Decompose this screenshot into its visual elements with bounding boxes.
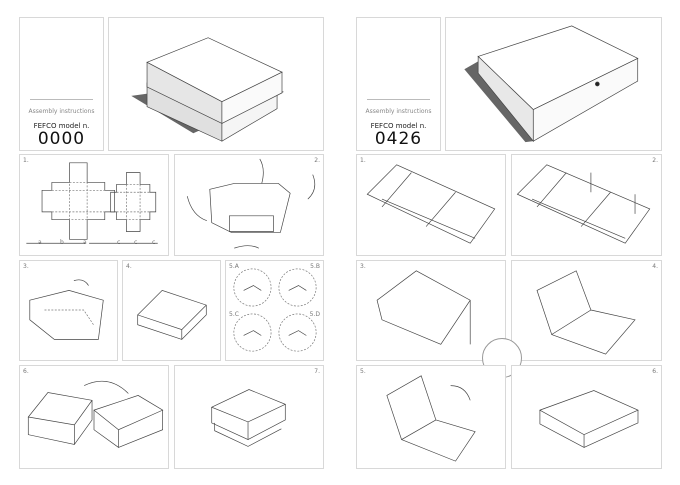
step-label: 4. — [126, 263, 132, 270]
assembly-instructions-label: Assembly instructions — [365, 108, 432, 115]
right-info-panel: Assembly instructions FEFCO model n. 042… — [356, 17, 441, 151]
left-info-panel: Assembly instructions FEFCO model n. 000… — [19, 17, 104, 151]
left-step-1-panel: 1. a b a c c c — [19, 154, 169, 256]
model-number: 0426 — [374, 129, 423, 149]
divider — [367, 99, 430, 100]
right-step-5-panel: 5. — [356, 365, 506, 469]
dim-label: b — [60, 239, 64, 246]
model-number: 0000 — [37, 129, 86, 149]
left-hero-box-illustration — [108, 17, 324, 151]
assembly-instructions-label: Assembly instructions — [28, 108, 95, 115]
right-step-6-panel: 6. — [511, 365, 662, 469]
fefco-model-label: FEFCO model n. — [370, 122, 427, 130]
left-step-3-panel: 3. — [19, 260, 118, 361]
step-label: 5.A — [229, 263, 239, 270]
left-step-6-panel: 6. — [19, 365, 169, 469]
right-step-2-panel: 2. — [511, 154, 662, 256]
step-label: 6. — [652, 368, 658, 375]
dim-label: c — [134, 239, 138, 246]
step-label: 5. — [360, 368, 366, 375]
dim-label: c — [117, 239, 121, 246]
right-step-3-panel: 3. — [356, 260, 506, 361]
left-step-4-panel: 4. — [122, 260, 221, 361]
dim-label: a — [83, 239, 87, 246]
step-label: 5.B — [310, 263, 320, 270]
step-label: 5.D — [309, 311, 320, 318]
step-label: 1. — [23, 157, 29, 164]
divider — [30, 99, 93, 100]
left-step-7-panel: 7. — [174, 365, 324, 469]
step-label: 6. — [23, 368, 29, 375]
dim-label: a — [38, 239, 42, 246]
right-step-4-panel: 4. — [511, 260, 662, 361]
step-label: 3. — [23, 263, 29, 270]
dim-label: c — [152, 239, 156, 246]
step-label: 1. — [360, 157, 366, 164]
step-label: 5.C — [229, 311, 239, 318]
left-step-5-panel: 5.A 5.B 5.C 5.D — [225, 260, 324, 361]
step-label: 2. — [652, 157, 658, 164]
right-step-1-panel: 1. — [356, 154, 506, 256]
right-hero-box-illustration — [445, 17, 662, 151]
step-label: 7. — [314, 368, 320, 375]
step-label: 4. — [652, 263, 658, 270]
left-step-2-panel: 2. — [174, 154, 324, 256]
fefco-model-label: FEFCO model n. — [33, 122, 90, 130]
step-label: 3. — [360, 263, 366, 270]
step-label: 2. — [314, 157, 320, 164]
